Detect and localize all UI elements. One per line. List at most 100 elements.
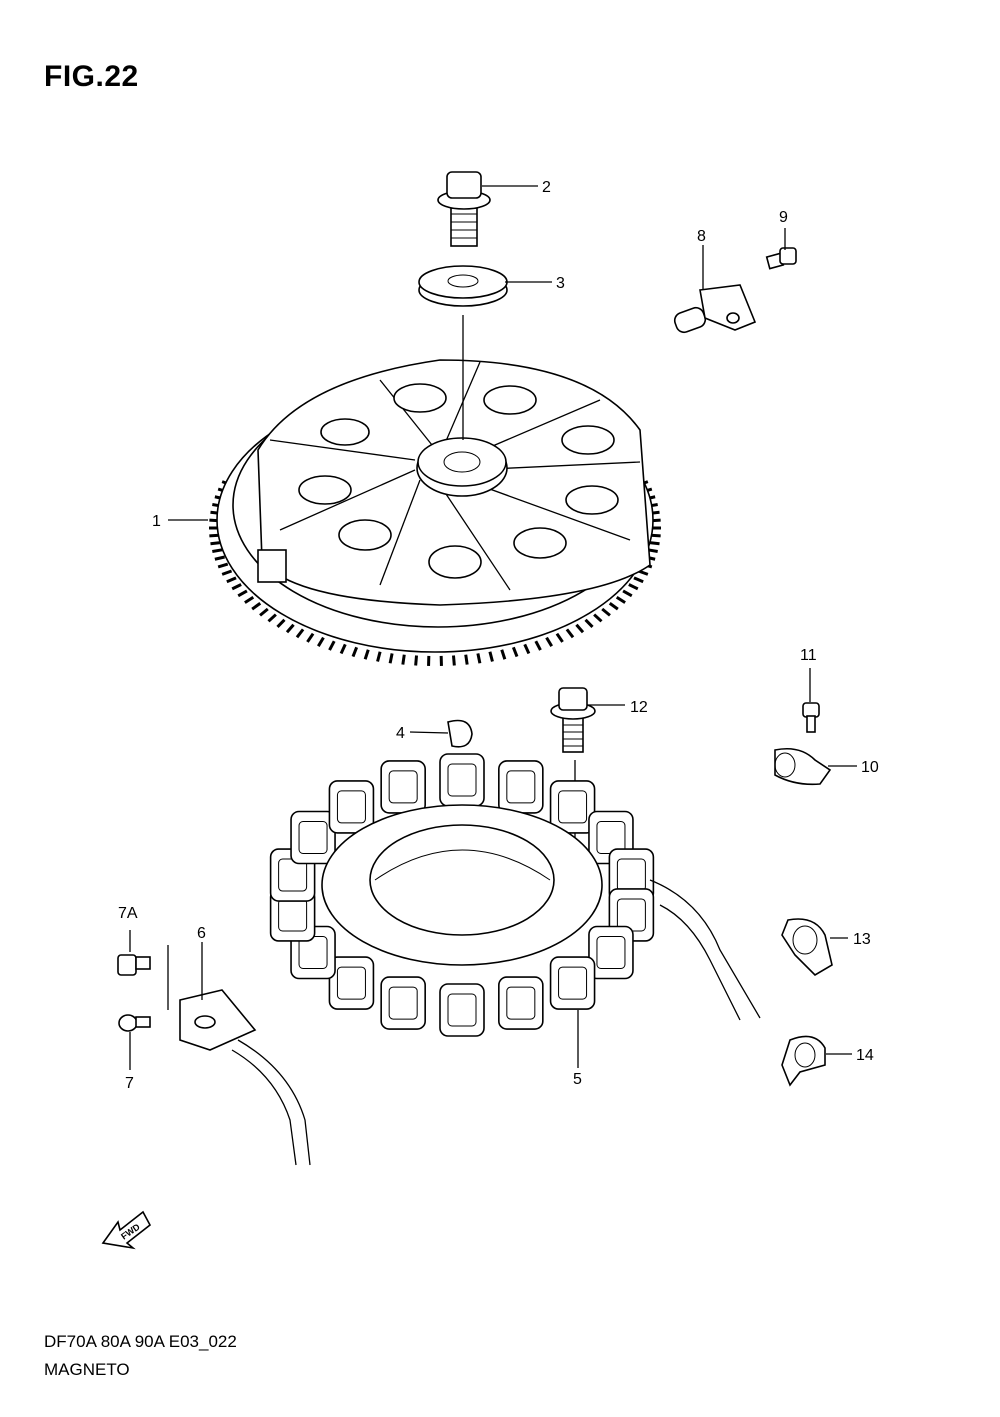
stator-coil-core bbox=[298, 821, 328, 854]
stator-coil bbox=[328, 956, 375, 1010]
gear-tooth bbox=[376, 651, 382, 662]
callout-5: 5 bbox=[573, 1071, 582, 1088]
gear-tooth bbox=[488, 651, 494, 662]
callout-2: 2 bbox=[542, 179, 551, 196]
gear-tooth bbox=[584, 618, 594, 629]
gear-tooth bbox=[534, 640, 542, 651]
gear-tooth bbox=[593, 613, 603, 623]
gear-tooth bbox=[464, 654, 469, 665]
stator-coil bbox=[498, 976, 544, 1030]
gear-tooth bbox=[267, 613, 277, 623]
gear-tooth bbox=[523, 643, 531, 655]
leader-lines bbox=[129, 185, 857, 1070]
stator-coil-core bbox=[506, 770, 536, 804]
stator-coil bbox=[290, 810, 336, 865]
part-sensor[interactable] bbox=[672, 284, 757, 335]
part-stator[interactable] bbox=[269, 753, 761, 1037]
diagram-name: MAGNETO bbox=[44, 1360, 130, 1379]
gear-tooth bbox=[259, 607, 269, 617]
part-screw-7a[interactable] bbox=[117, 954, 151, 976]
gear-tooth bbox=[214, 555, 225, 561]
gear-tooth bbox=[276, 618, 286, 629]
callout-11: 11 bbox=[800, 647, 817, 664]
part-pulser-coil[interactable] bbox=[179, 989, 311, 1166]
part-bolt-sensor[interactable] bbox=[765, 247, 797, 270]
stator-coil bbox=[549, 780, 596, 834]
gear-tooth bbox=[226, 576, 237, 584]
callout-labels: 1 2 3 4 5 6 7 7A 8 9 10 11 12 13 14 bbox=[118, 179, 879, 1092]
stator-coil bbox=[328, 780, 375, 834]
callout-13: 13 bbox=[853, 931, 871, 948]
gear-tooth bbox=[414, 655, 419, 666]
gear-tooth bbox=[351, 646, 359, 658]
stator-coil bbox=[380, 760, 426, 814]
callout-9: 9 bbox=[779, 209, 788, 226]
gear-tooth bbox=[555, 632, 564, 643]
stator-coil-core bbox=[388, 770, 418, 804]
part-bolt-clamp[interactable] bbox=[802, 702, 820, 733]
stator-coil-core bbox=[388, 986, 418, 1020]
stator-coils bbox=[269, 753, 655, 1037]
callout-8: 8 bbox=[697, 228, 706, 245]
part-key[interactable] bbox=[447, 719, 473, 748]
callout-10: 10 bbox=[861, 759, 879, 776]
stator-coil-core bbox=[336, 790, 366, 824]
gear-tooth bbox=[244, 595, 255, 604]
gear-tooth bbox=[615, 595, 626, 604]
part-screw-7[interactable] bbox=[118, 1014, 151, 1032]
gear-tooth bbox=[339, 643, 347, 655]
callout-7: 7 bbox=[125, 1075, 134, 1092]
gear-tooth bbox=[306, 632, 315, 643]
stator-coil-core bbox=[558, 790, 588, 824]
stator-coil-core bbox=[506, 986, 536, 1020]
callout-14: 14 bbox=[856, 1047, 874, 1064]
gear-tooth bbox=[649, 541, 660, 546]
gear-tooth bbox=[212, 548, 223, 554]
part-flywheel[interactable] bbox=[209, 359, 661, 666]
gear-tooth bbox=[237, 589, 248, 598]
part-clamp-13[interactable] bbox=[781, 918, 833, 977]
gear-tooth bbox=[575, 623, 585, 634]
stator-coil bbox=[549, 956, 596, 1010]
stator-coil-core bbox=[596, 936, 626, 969]
flywheel-gear-teeth bbox=[209, 480, 661, 666]
figure-title: FIG.22 bbox=[44, 60, 139, 93]
gear-tooth bbox=[317, 636, 325, 647]
stator-coil-core bbox=[558, 966, 588, 1000]
gear-tooth bbox=[511, 646, 519, 658]
callout-1: 1 bbox=[152, 513, 161, 530]
gear-tooth bbox=[388, 653, 394, 664]
model-code: DF70A 80A 90A E03_022 bbox=[44, 1332, 237, 1351]
part-clamp-14[interactable] bbox=[781, 1035, 826, 1087]
stator-coil-core bbox=[336, 966, 366, 1000]
gear-tooth bbox=[221, 569, 233, 576]
gear-tooth bbox=[628, 583, 639, 591]
part-washer[interactable] bbox=[418, 265, 508, 307]
gear-tooth bbox=[231, 583, 242, 591]
gear-tooth bbox=[217, 562, 229, 569]
part-bolt-flywheel[interactable] bbox=[437, 171, 491, 247]
gear-tooth bbox=[328, 640, 336, 651]
part-clamp-10[interactable] bbox=[774, 747, 832, 786]
stator-coil bbox=[498, 760, 544, 814]
gear-tooth bbox=[608, 602, 619, 611]
stator-coil bbox=[380, 976, 426, 1030]
gear-tooth bbox=[601, 607, 611, 617]
gear-tooth bbox=[451, 655, 456, 666]
gear-tooth bbox=[363, 649, 370, 660]
stator-coil bbox=[588, 925, 634, 980]
stator-coil-core bbox=[447, 993, 477, 1027]
callout-12: 12 bbox=[630, 699, 648, 716]
gear-tooth bbox=[633, 576, 644, 584]
stator-coil bbox=[439, 983, 485, 1037]
gear-tooth bbox=[251, 602, 262, 611]
part-bolt-stator[interactable] bbox=[550, 687, 596, 753]
callout-4: 4 bbox=[396, 725, 405, 742]
gear-tooth bbox=[500, 649, 507, 660]
gear-tooth bbox=[285, 623, 295, 634]
callout-7a: 7A bbox=[118, 905, 138, 922]
gear-tooth bbox=[295, 628, 305, 639]
fwd-arrow: FWD bbox=[101, 1210, 152, 1250]
gear-tooth bbox=[476, 653, 482, 664]
